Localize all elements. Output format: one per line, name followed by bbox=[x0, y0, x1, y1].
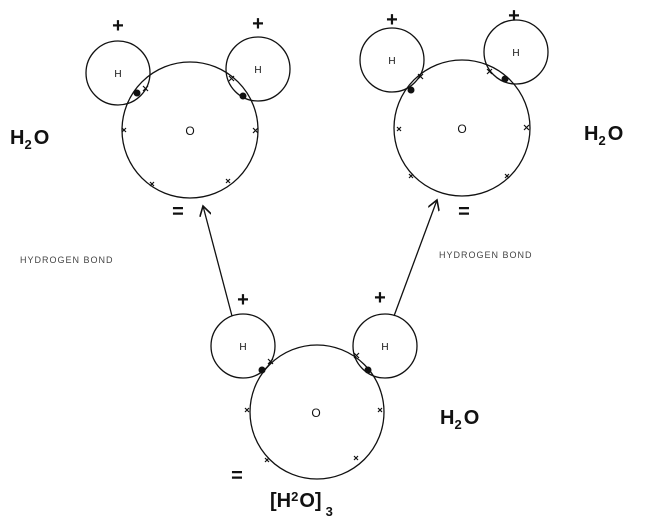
negative-charge: = bbox=[458, 201, 470, 223]
positive-charge-right: + bbox=[252, 13, 264, 35]
hydrogen-label-right: H bbox=[512, 48, 519, 59]
positive-charge-right: + bbox=[374, 287, 386, 309]
oxygen-label: O bbox=[311, 406, 320, 420]
oxygen-atom-circle bbox=[393, 59, 531, 197]
hydrogen-atom-circle-left bbox=[210, 313, 276, 379]
svg-text:H2O: H2O bbox=[440, 407, 479, 432]
hydrogen-atom-circle-right bbox=[225, 36, 291, 102]
electron-crosses bbox=[396, 68, 530, 179]
oxygen-label: O bbox=[185, 124, 194, 138]
electron-dot bbox=[501, 75, 509, 83]
hydrogen-bond-arrow-left bbox=[203, 206, 233, 317]
electron-crosses bbox=[121, 75, 259, 187]
electron-dot bbox=[364, 366, 372, 374]
electron-dot bbox=[133, 89, 141, 97]
hydrogen-atom-circle-left bbox=[359, 27, 425, 93]
positive-charge-left: + bbox=[386, 9, 398, 31]
hydrogen-atom-circle-right bbox=[352, 313, 418, 379]
electron-crosses bbox=[244, 352, 383, 463]
svg-text:H2O: H2O bbox=[10, 127, 49, 152]
hydrogen-label-left: H bbox=[239, 342, 246, 353]
electron-dot bbox=[239, 92, 247, 100]
hydrogen-label-right: H bbox=[254, 65, 261, 76]
oxygen-atom-circle bbox=[121, 61, 259, 199]
hydrogen-bond-arrow-right bbox=[393, 200, 437, 317]
svg-text:[H2O]3: [H2O]3 bbox=[270, 489, 333, 519]
hydrogen-label-left: H bbox=[388, 56, 395, 67]
svg-text:H2O: H2O bbox=[584, 123, 623, 148]
oxygen-atom-circle bbox=[249, 344, 385, 480]
hydrogen-label-left: H bbox=[114, 69, 121, 80]
electron-dot bbox=[258, 366, 266, 374]
electron-dot bbox=[407, 86, 415, 94]
hydrogen-bond-label-left: HYDROGEN BOND bbox=[20, 255, 114, 265]
hydrogen-atom-circle-left bbox=[85, 40, 151, 106]
positive-charge-left: + bbox=[237, 289, 249, 311]
positive-charge-right: + bbox=[508, 5, 520, 27]
oxygen-label: O bbox=[457, 122, 466, 136]
positive-charge-left: + bbox=[112, 15, 124, 37]
hydrogen-atom-circle-right bbox=[483, 19, 549, 85]
hydrogen-bond-label-right: HYDROGEN BOND bbox=[439, 250, 533, 260]
cluster-formula-label: [H2O]3 bbox=[270, 489, 333, 519]
negative-charge: = bbox=[172, 201, 184, 223]
negative-charge: = bbox=[231, 465, 243, 487]
hydrogen-label-right: H bbox=[381, 342, 388, 353]
